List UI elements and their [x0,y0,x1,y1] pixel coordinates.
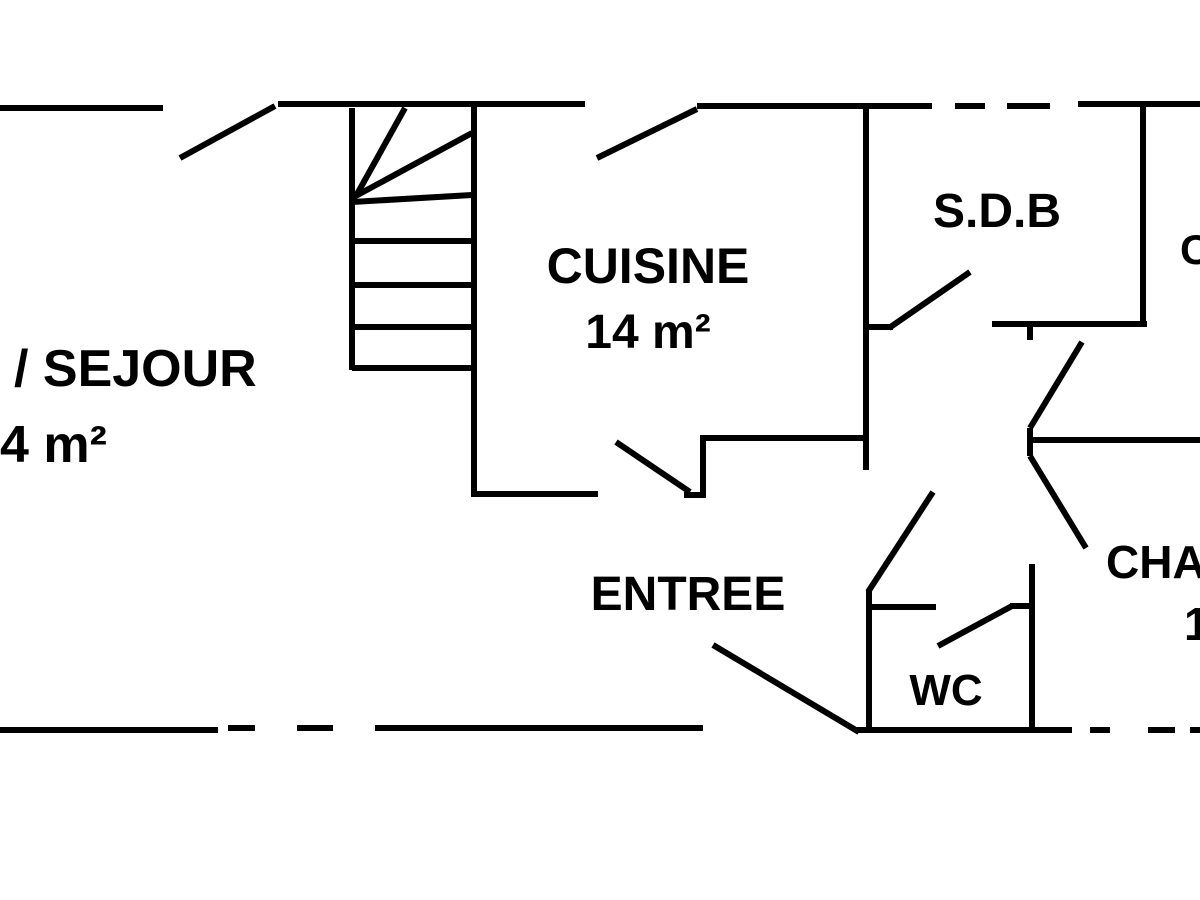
wc-label: WC [909,666,982,715]
sdb-label: S.D.B [933,185,1061,238]
room-labels: / SEJOUR 4 m² CUISINE 14 m² S.D.B C ENTR… [0,185,1200,715]
sejour-label: / SEJOUR [14,340,257,398]
staircase [349,106,474,371]
cuisine-area-label: 14 m² [585,306,710,359]
chambre-area-label: 1 [1184,598,1200,650]
entree-label: ENTREE [591,568,786,621]
wc-walls [865,490,1035,732]
bathroom-walls [863,106,1147,340]
top-exterior-wall [0,101,1200,111]
bottom-exterior-wall [0,725,1200,733]
sejour-area-label: 4 m² [0,416,107,474]
chambre-label: CHA [1106,536,1200,588]
kitchen-walls [471,104,869,498]
chambre-top-label: C [1180,226,1200,273]
sejour-window-swing [178,103,277,161]
entrance-door-swing [711,642,861,735]
cuisine-label: CUISINE [547,238,750,294]
bedroom-walls [1027,340,1200,550]
